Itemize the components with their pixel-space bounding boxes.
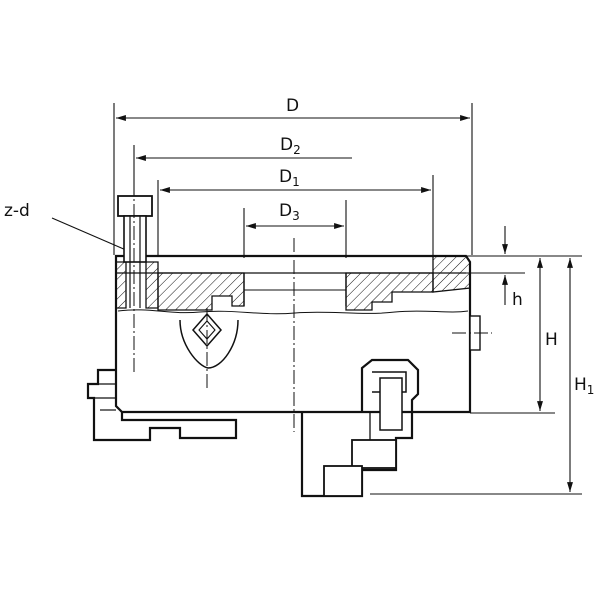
dimension-d (113, 103, 473, 255)
right-jaw (300, 358, 420, 498)
side-screw (452, 315, 492, 351)
label-d1: D1 (279, 167, 300, 189)
dimension-h1 (370, 258, 582, 495)
label-d: D (286, 96, 299, 116)
zd-leader-line (51, 217, 127, 251)
dimension-h (466, 255, 582, 414)
hatched-sections (115, 255, 471, 311)
label-d2: D2 (280, 135, 301, 157)
mounting-bolt (117, 182, 153, 372)
left-jaw (86, 368, 238, 442)
dimension-d1 (157, 175, 434, 258)
label-zd: z-d (4, 201, 30, 221)
label-h-small: h (512, 290, 523, 310)
label-h: H (545, 330, 558, 350)
label-h1: H1 (574, 375, 594, 397)
dimension-d2 (133, 145, 352, 250)
dimension-d3 (243, 200, 347, 258)
center-bore (243, 273, 347, 306)
key-socket (179, 308, 239, 388)
label-d3: D3 (279, 201, 300, 223)
